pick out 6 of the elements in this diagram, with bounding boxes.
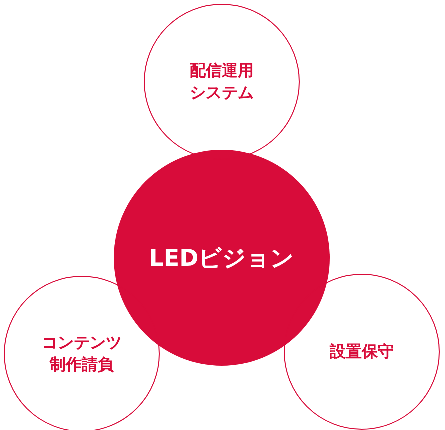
circle-label: 設置保守: [328, 341, 395, 363]
circle-label: コンテンツ制作請負: [41, 332, 123, 376]
service-circle: [284, 274, 440, 430]
service-circle: [4, 276, 160, 430]
circle-label: LEDビジョン: [148, 244, 296, 274]
circle-label: 配信運用システム: [189, 60, 255, 104]
